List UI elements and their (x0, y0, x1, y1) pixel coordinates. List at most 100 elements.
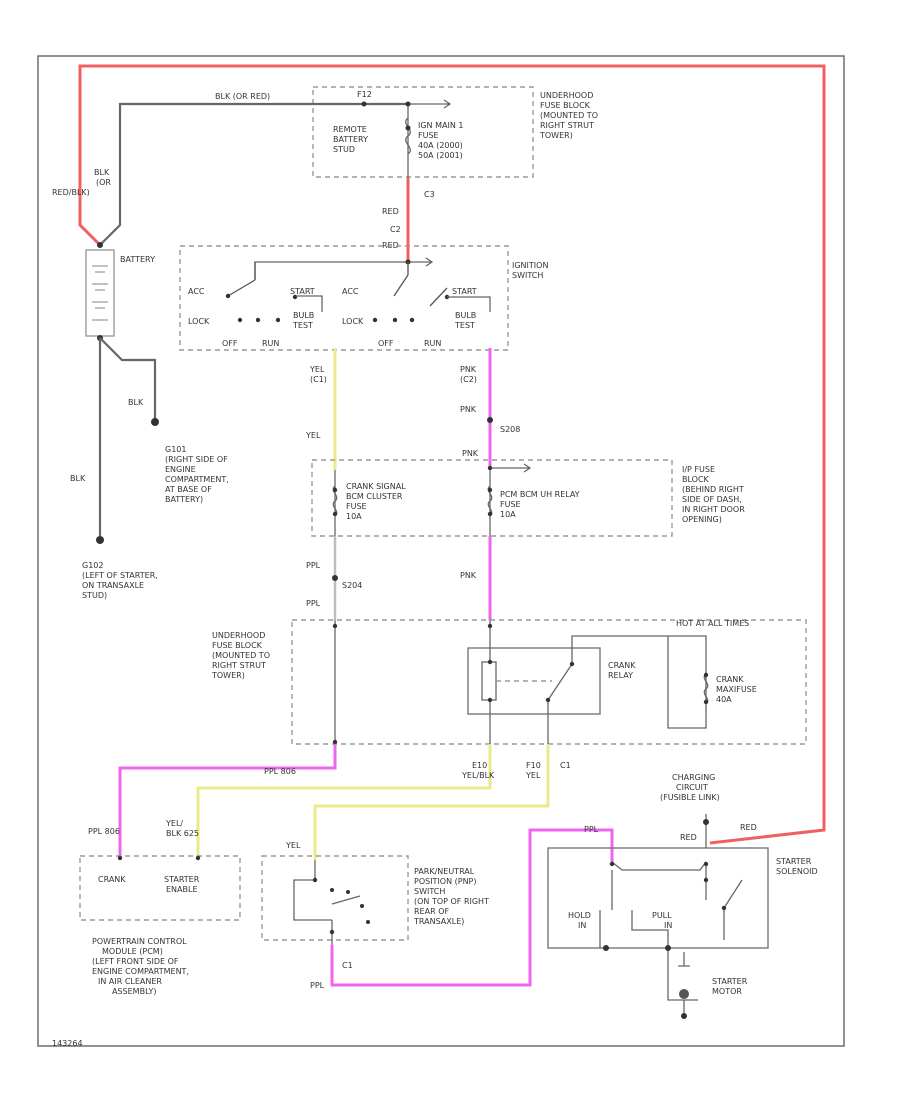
node-ip-1 (332, 487, 338, 493)
node-relay-5 (545, 697, 551, 703)
node-top-1 (361, 101, 367, 107)
node-pnp-2 (330, 888, 334, 892)
contact-left-2 (237, 317, 243, 323)
wire-ppl-pnp-to-solenoid (330, 828, 614, 987)
wire-blk-battery-feed (99, 102, 408, 246)
label-blk-or-red-top: BLK (OR RED) (215, 92, 270, 101)
node-uh-2 (332, 739, 338, 745)
splice-s208 (487, 417, 493, 423)
wire-ppl-806-to-pcm (118, 744, 337, 858)
label-ppl-sol: PPL (584, 825, 599, 834)
label-acc-2: ACC (342, 287, 359, 296)
contact-right-1 (372, 317, 378, 323)
wire-yel-to-pnp (313, 744, 550, 860)
wire-yel-blk-625 (196, 744, 492, 858)
label-start-2: START (452, 287, 477, 296)
label-off-1: OFF (222, 339, 238, 348)
label-crank-pcm: CRANK (98, 875, 126, 884)
node-top-3 (405, 125, 411, 131)
starter-motor-lead (678, 952, 690, 967)
label-red-sol: RED (680, 833, 697, 842)
node-relay-1 (487, 623, 493, 629)
crank-maxifuse-wire (667, 636, 707, 729)
node-ip-2 (332, 511, 338, 517)
label-c2: C2 (390, 225, 401, 234)
label-red-sol2: RED (740, 823, 757, 832)
label-battery: BATTERY (120, 255, 155, 264)
node-pnp-1 (312, 877, 318, 883)
label-start-1: START (290, 287, 315, 296)
label-c3: C3 (424, 190, 435, 199)
label-run-2: RUN (424, 339, 441, 348)
contact-right-3 (409, 317, 415, 323)
ignition-right-run (447, 296, 491, 312)
label-s204: S204 (342, 581, 362, 590)
node-uh-1 (332, 623, 338, 629)
node-battery-pos (97, 242, 103, 248)
label-lock-1: LOCK (188, 317, 210, 326)
node-sol-1 (609, 861, 615, 867)
label-yel-2: YEL (305, 431, 321, 440)
ignition-switch-outline (179, 245, 509, 351)
node-sol-3 (703, 877, 709, 883)
node-pnp-3 (346, 890, 350, 894)
label-yel-c1: YEL(C1) (309, 365, 327, 384)
ignition-switch-right (393, 262, 448, 307)
underhood-fuse-block-top-outline (312, 86, 534, 178)
label-blk-g102: BLK (70, 474, 86, 483)
node-sol-6 (665, 945, 671, 951)
label-yel-blk-625: YEL/BLK 625 (165, 819, 199, 838)
node-sol-5 (603, 945, 609, 951)
ground-g101 (151, 418, 159, 426)
label-ppl-806b: PPL 806 (88, 827, 120, 836)
crank-relay-contact (547, 635, 707, 701)
node-ip-3 (487, 465, 493, 471)
wire-red-battery-main (78, 64, 826, 845)
ignition-bus (254, 257, 434, 280)
label-pnk-3: PNK (460, 571, 477, 580)
crank-maxifuse-symbol (703, 673, 709, 705)
ignition-left-start (296, 295, 323, 312)
crank-relay-coil (481, 661, 497, 701)
node-pnp-6 (329, 929, 335, 935)
ground-g102 (96, 536, 104, 544)
label-pnk-s208: PNK (460, 405, 477, 414)
label-red-1: RED (382, 207, 399, 216)
label-figure-id: 143264 (52, 1039, 83, 1048)
label-yel-pnp: YEL (285, 841, 301, 850)
node-relay-2 (487, 659, 493, 665)
label-pnk-c2: PNK(C2) (460, 365, 477, 384)
pcm-outline (79, 855, 241, 921)
node-charging (703, 819, 709, 825)
label-hot-at-all-times: HOT AT ALL TIMES (676, 619, 749, 628)
ip-bus-arrow (490, 463, 532, 473)
ignition-switch-left (227, 262, 256, 297)
wire-blk-g101 (99, 337, 157, 420)
label-c1-bottom: C1 (342, 961, 353, 970)
starter-motor-symbol (679, 989, 689, 999)
arrow-bus-top (408, 99, 452, 109)
node-sol-4 (721, 905, 727, 911)
label-off-2: OFF (378, 339, 394, 348)
label-pnk-ip: PNK (462, 449, 479, 458)
solenoid-internal (611, 861, 743, 940)
